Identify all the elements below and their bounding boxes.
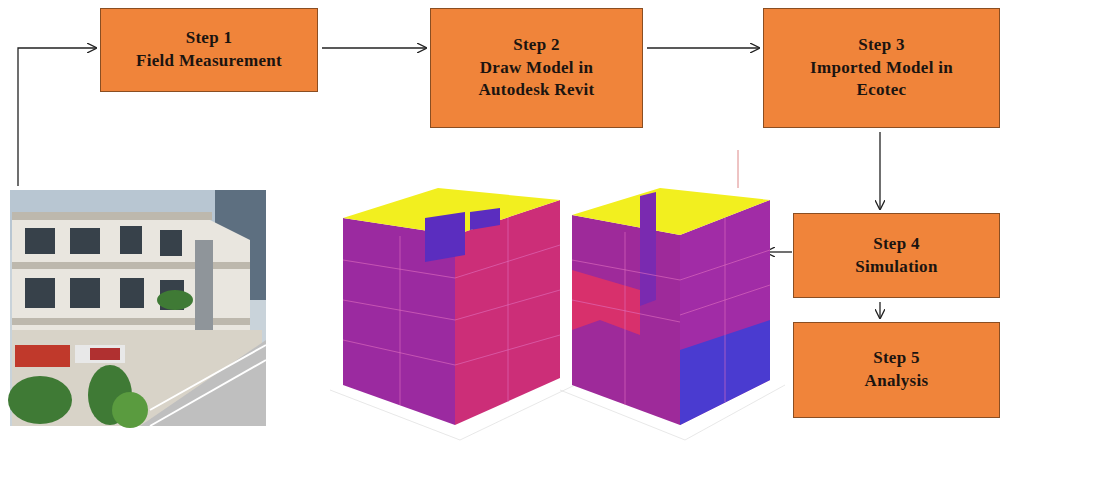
process-box: Step 1Field Measurement bbox=[100, 8, 318, 92]
flow-arrow bbox=[879, 302, 880, 318]
simulation-model bbox=[560, 150, 785, 440]
step-number: Step 2 bbox=[513, 34, 560, 57]
step-title: Analysis bbox=[865, 370, 929, 393]
step-title: Draw Model in Autodesk Revit bbox=[453, 57, 620, 103]
step-number: Step 5 bbox=[873, 347, 920, 370]
flow-arrow bbox=[879, 132, 880, 209]
step-number: Step 3 bbox=[858, 34, 905, 57]
step-number: Step 4 bbox=[873, 233, 920, 256]
step-title: Field Measurement bbox=[136, 50, 282, 73]
flow-arrow bbox=[322, 47, 426, 48]
building-photo bbox=[8, 190, 266, 428]
flow-arrow bbox=[647, 47, 759, 48]
step-title: Imported Model in Ecotec bbox=[786, 57, 977, 103]
process-box: Step 5Analysis bbox=[793, 322, 1000, 418]
photo-arrow bbox=[18, 48, 96, 186]
process-box: Step 3Imported Model in Ecotec bbox=[763, 8, 1000, 128]
step-title: Simulation bbox=[855, 256, 937, 279]
simulation-model bbox=[330, 188, 575, 440]
step-number: Step 1 bbox=[186, 27, 233, 50]
process-box: Step 2Draw Model in Autodesk Revit bbox=[430, 8, 643, 128]
process-box: Step 4Simulation bbox=[793, 213, 1000, 298]
